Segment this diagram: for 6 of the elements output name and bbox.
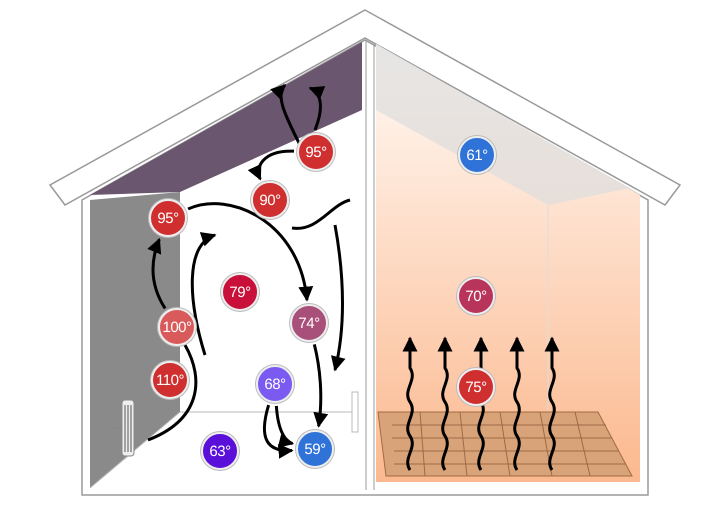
airflow-arrow — [262, 404, 294, 458]
airflow-arrow — [148, 238, 166, 310]
airflow-arrow — [312, 344, 328, 428]
airflow-arrow — [274, 406, 294, 446]
airflow-arrow — [248, 150, 294, 181]
airflow-arrow — [188, 202, 312, 302]
